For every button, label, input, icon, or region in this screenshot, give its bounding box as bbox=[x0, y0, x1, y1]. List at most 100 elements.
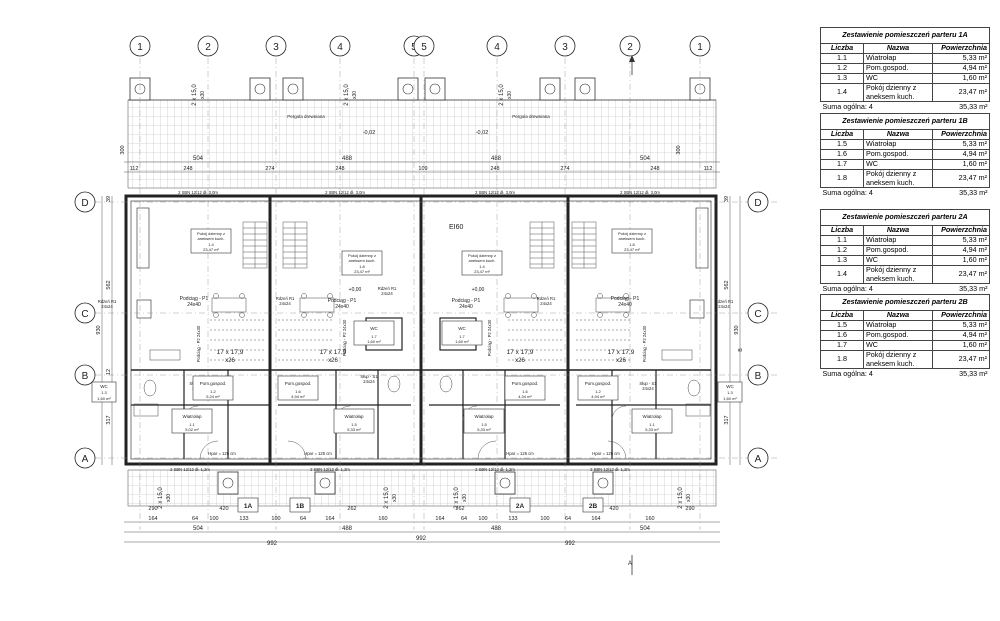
cell: 5,33 m² bbox=[932, 53, 990, 64]
sum-value: 35,33 m² bbox=[959, 369, 988, 379]
axis-label-top: 3 bbox=[273, 42, 279, 53]
stairs-count: x26 bbox=[328, 358, 338, 364]
dim-bottom-sub: 290 bbox=[148, 506, 157, 512]
slup-size: 24x24 bbox=[363, 379, 375, 384]
lintel-label: 2 SBN 12/12 dł. 3,0m bbox=[325, 190, 365, 195]
cell: Wiatrołap bbox=[863, 53, 933, 64]
col-header: Liczba bbox=[820, 43, 864, 54]
dim-bottom-1: 133 bbox=[239, 516, 248, 522]
cell: 4,94 m² bbox=[932, 149, 990, 160]
room-name: Wiatrołap bbox=[474, 414, 494, 419]
dim-bottom-1: 100 bbox=[478, 516, 487, 522]
ei60-label: EI60 bbox=[449, 224, 464, 231]
cell: Wiatrołap bbox=[863, 320, 933, 331]
pile-label: 2 x 15,0 bbox=[454, 487, 460, 509]
room-name: Pom.gospod. bbox=[585, 381, 612, 386]
cell: 5,33 m² bbox=[932, 320, 990, 331]
cell: 1.7 bbox=[820, 340, 864, 351]
cell: 23,47 m² bbox=[932, 169, 990, 188]
room-area: 4,94 m² bbox=[591, 394, 605, 399]
cell: WC bbox=[863, 73, 933, 84]
pergola-label: Pergola drewniana bbox=[287, 114, 325, 119]
dim-bottom-1: 164 bbox=[148, 516, 157, 522]
room-name: aneksem kuch. bbox=[349, 258, 376, 263]
pile-label: 2 x 15,0 bbox=[678, 487, 684, 509]
cell: 23,47 m² bbox=[932, 350, 990, 369]
col-header: Liczba bbox=[820, 129, 864, 140]
pile-label: 2 x 15,0 bbox=[192, 84, 198, 106]
cell: 1.5 bbox=[820, 320, 864, 331]
cell: Pom.gospod. bbox=[863, 63, 933, 74]
axis-bubble-left bbox=[74, 364, 96, 386]
room-name: Wiatrołap bbox=[344, 414, 364, 419]
stairs-label: 17 x 17,9 bbox=[320, 349, 347, 356]
dim-right: 930 bbox=[734, 325, 740, 334]
rdzen-size: 24x24 bbox=[101, 304, 113, 309]
hpar-label: Hpar = 125 cm bbox=[208, 451, 236, 456]
axis-label-left: D bbox=[81, 198, 88, 209]
dim-top-2: 248 bbox=[183, 166, 192, 172]
room-tag-u1_pom bbox=[192, 375, 234, 401]
axis-label-top: 5 bbox=[421, 42, 427, 53]
axis-label-right: A bbox=[755, 454, 762, 465]
stairs-label: 17 x 17,9 bbox=[507, 349, 534, 356]
unit-tag bbox=[582, 497, 604, 513]
ext-wc-num: 1.3 bbox=[727, 390, 733, 395]
room-name: Pokój dzienny z bbox=[348, 253, 376, 258]
room-tag-u1_living bbox=[190, 228, 232, 254]
pile-label: 2 x 15,0 bbox=[499, 84, 505, 106]
dim-bottom-sub: 262 bbox=[347, 506, 356, 512]
dim-top-2: 112 bbox=[704, 166, 713, 172]
col-header: Nazwa bbox=[863, 310, 933, 321]
rdzen-label: Rdzeń R1 bbox=[98, 299, 117, 304]
room-name: aneksem kuch. bbox=[198, 236, 225, 241]
stairs-count: x26 bbox=[616, 358, 626, 364]
col-header: Nazwa bbox=[863, 129, 933, 140]
col-header: Liczba bbox=[820, 310, 864, 321]
cell: Pokój dzienny z aneksem kuch. bbox=[863, 350, 933, 369]
hpar-label: Hpar = 125 cm bbox=[592, 451, 620, 456]
dynamic-annotations: 1234554321DCBADCBA5044884885041122482742… bbox=[74, 35, 769, 567]
podciag-size: 24x40 bbox=[187, 302, 201, 308]
unit-tag-label: 2B bbox=[589, 503, 598, 510]
lintel-label: 2 SBN 12/12 dł. 3,0m bbox=[178, 190, 218, 195]
doors bbox=[183, 405, 627, 460]
podciag-size: 24x40 bbox=[335, 304, 349, 310]
cell: 1.1 bbox=[820, 53, 864, 64]
dim-left: 930 bbox=[96, 325, 102, 334]
dim-top-2: 109 bbox=[418, 166, 427, 172]
rdzen-size: 24x24 bbox=[718, 304, 730, 309]
section-arrow-icon bbox=[629, 55, 635, 62]
cell: 23,47 m² bbox=[932, 265, 990, 284]
col-header: Powierzchnia bbox=[932, 43, 990, 54]
dim-left: 39 bbox=[106, 196, 112, 202]
b-mark: B bbox=[738, 348, 744, 352]
table-title: Zestawienie pomieszczeń parteru 1A bbox=[820, 27, 990, 44]
axis-label-right: C bbox=[754, 309, 761, 320]
dim-left: 562 bbox=[106, 280, 112, 289]
sum-label: Suma ogólna: 4 bbox=[822, 369, 873, 379]
pile-sub: x30 bbox=[507, 91, 513, 99]
room-name: WC bbox=[370, 326, 378, 331]
level-label: -0,02 bbox=[363, 130, 376, 136]
dim-bottom-total: 992 bbox=[416, 536, 427, 542]
room-tag-u4_pom bbox=[577, 375, 619, 401]
table-sum: Suma ogólna: 4 35,33 m² bbox=[821, 369, 990, 380]
podciag-size: 24x40 bbox=[459, 304, 473, 310]
lintel-label: 2 SBN 12/12 dł. 1,2m bbox=[310, 467, 350, 472]
axis-bubble-left bbox=[74, 191, 96, 213]
cell: 1.7 bbox=[820, 159, 864, 170]
unit-tag bbox=[237, 497, 259, 513]
pile-sub: x30 bbox=[166, 494, 172, 502]
slup-label: Słup - S1 bbox=[639, 381, 657, 386]
axis-label-top: 3 bbox=[562, 42, 568, 53]
room-number: 1.6 bbox=[295, 389, 301, 394]
